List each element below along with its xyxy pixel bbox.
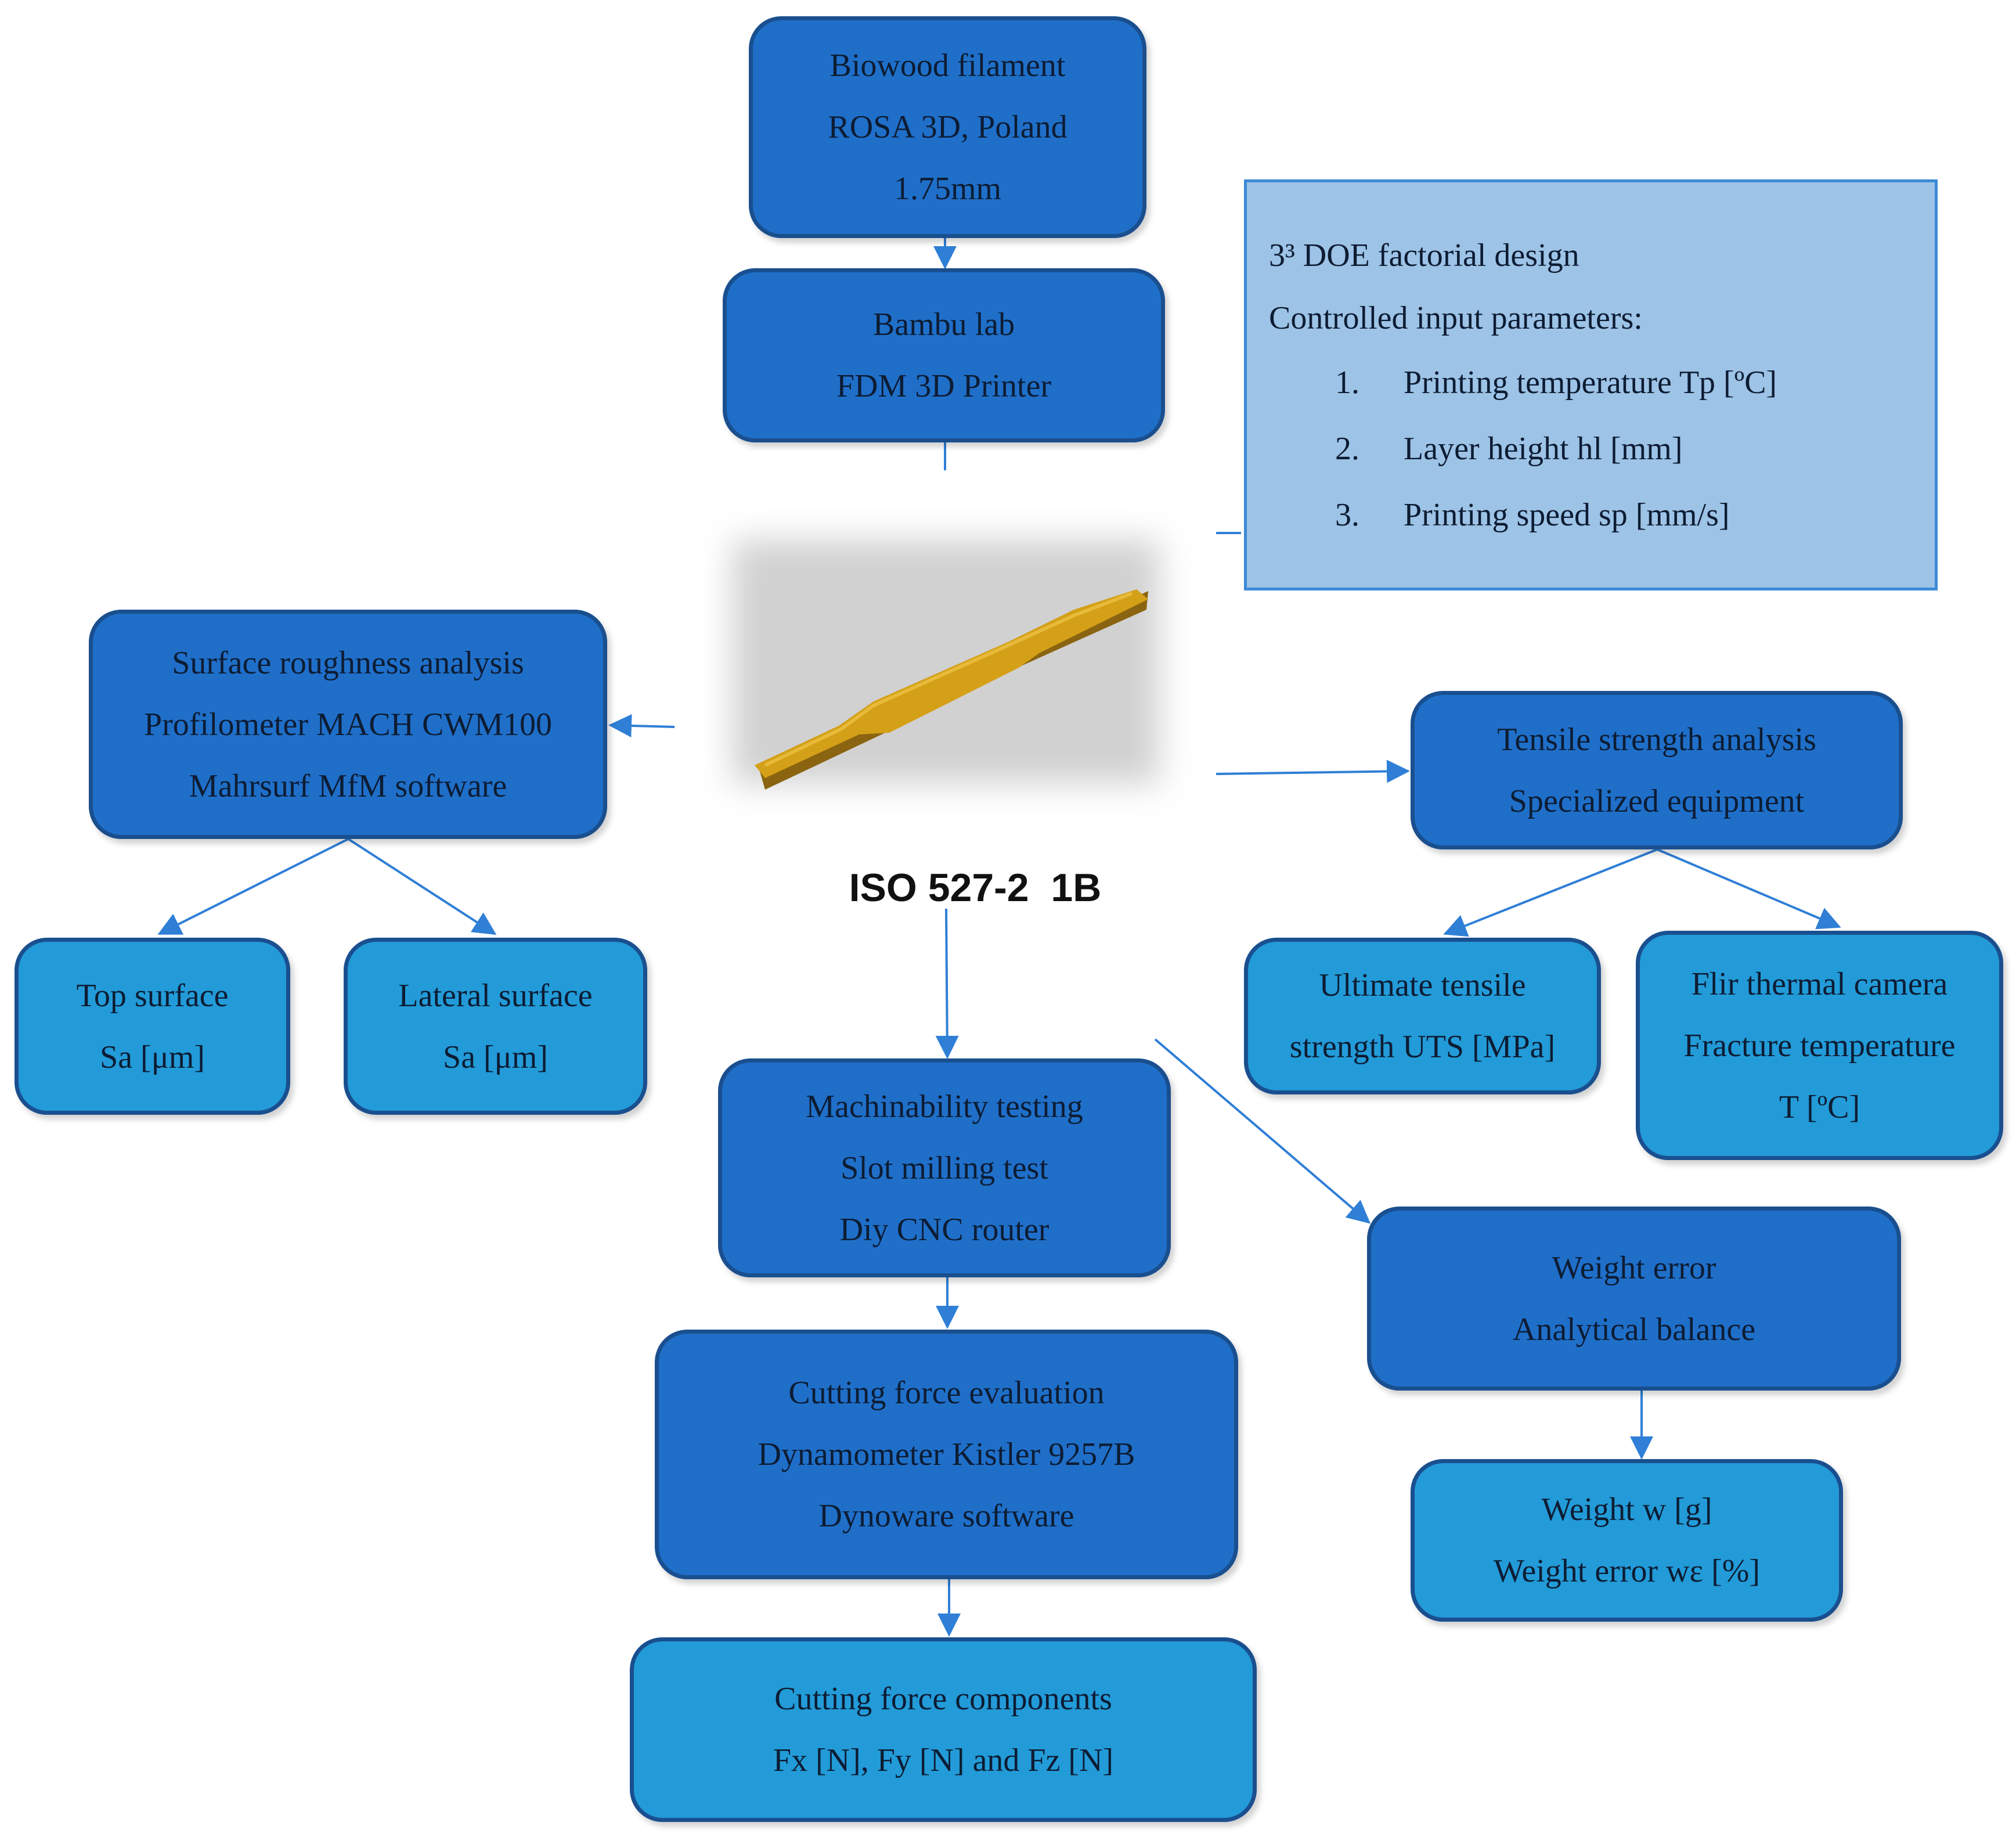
machinability-line2: Slot milling test xyxy=(841,1150,1048,1186)
specimen-image xyxy=(733,540,1159,790)
cutting-eval-line3: Dynoware software xyxy=(818,1498,1074,1534)
arrow-label-to-machinability xyxy=(935,908,959,1059)
arrow-tensile-to-flir xyxy=(1657,848,1841,930)
weight-error-line1: Weight error xyxy=(1552,1249,1716,1286)
specimen-top xyxy=(755,589,1148,778)
doe-item: 1. Printing temperature Tp [ºC] xyxy=(1269,350,1935,416)
doe-item: 2. Layer height hl [mm] xyxy=(1269,416,1935,482)
doe-item-text: Printing temperature Tp [ºC] xyxy=(1404,365,1777,401)
weight-box: Weight w [g] Weight error wε [%] xyxy=(1411,1459,1843,1622)
flir-line3: T [ºC] xyxy=(1779,1089,1860,1125)
specimen-label: ISO 527-2 1B xyxy=(849,866,1102,910)
arrow-surface-to-top xyxy=(157,838,349,935)
cutting-comp-line1: Cutting force components xyxy=(774,1681,1112,1717)
lateral-surface-line1: Lateral surface xyxy=(398,977,593,1014)
printer-box: Bambu lab FDM 3D Printer xyxy=(723,268,1165,442)
doe-item-text: Layer height hl [mm] xyxy=(1404,431,1683,467)
top-surface-line1: Top surface xyxy=(76,977,229,1014)
surface-line1: Surface roughness analysis xyxy=(172,644,524,681)
arrow-specimen-to-surface xyxy=(608,714,675,737)
cutting-force-evaluation-box: Cutting force evaluation Dynamometer Kis… xyxy=(655,1330,1238,1579)
specimen-highlight xyxy=(764,592,1133,767)
doe-item-number: 2. xyxy=(1335,431,1359,467)
doe-box: 3³ DOE factorial design Controlled input… xyxy=(1244,179,1938,590)
tensile-strength-box: Tensile strength analysis Specialized eq… xyxy=(1411,691,1903,849)
top-surface-line2: Sa [μm] xyxy=(100,1039,205,1075)
filament-line1: Biowood filament xyxy=(830,48,1066,84)
doe-item-number: 1. xyxy=(1335,365,1359,401)
doe-item: 3. Printing speed sp [mm/s] xyxy=(1269,482,1935,548)
machinability-line1: Machinability testing xyxy=(806,1088,1083,1125)
weight-error-line2: Analytical balance xyxy=(1512,1311,1756,1348)
weight-error-box: Weight error Analytical balance xyxy=(1367,1207,1901,1391)
filament-line2: ROSA 3D, Poland xyxy=(828,109,1067,145)
surface-roughness-box: Surface roughness analysis Profilometer … xyxy=(89,610,607,839)
arrow-specimen-to-tensile xyxy=(1216,759,1410,783)
top-surface-box: Top surface Sa [μm] xyxy=(15,938,290,1115)
doe-item-text: Printing speed sp [mm/s] xyxy=(1404,497,1730,533)
flir-line1: Flir thermal camera xyxy=(1691,966,1948,1002)
printer-line2: FDM 3D Printer xyxy=(836,368,1052,404)
cutting-eval-line2: Dynamometer Kistler 9257B xyxy=(758,1436,1135,1472)
flir-line2: Fracture temperature xyxy=(1683,1027,1956,1064)
uts-line1: Ultimate tensile xyxy=(1319,967,1526,1003)
weight-line2: Weight error wε [%] xyxy=(1493,1553,1761,1589)
cutting-eval-line1: Cutting force evaluation xyxy=(788,1375,1105,1411)
arrow-specimen-to-weight xyxy=(1154,1038,1371,1224)
surface-line3: Mahrsurf MfM software xyxy=(189,768,507,804)
weight-line1: Weight w [g] xyxy=(1541,1492,1712,1528)
doe-title: 3³ DOE factorial design xyxy=(1269,237,1579,273)
lateral-surface-box: Lateral surface Sa [μm] xyxy=(344,938,647,1115)
doe-item-number: 3. xyxy=(1335,497,1359,533)
flir-camera-box: Flir thermal camera Fracture temperature… xyxy=(1636,931,2003,1160)
lateral-surface-line2: Sa [μm] xyxy=(443,1039,548,1075)
tensile-line1: Tensile strength analysis xyxy=(1497,721,1816,758)
printer-line1: Bambu lab xyxy=(872,307,1015,343)
machinability-line3: Diy CNC router xyxy=(839,1211,1050,1248)
filament-line3: 1.75mm xyxy=(893,171,1002,207)
uts-box: Ultimate tensile strength UTS [MPa] xyxy=(1244,938,1601,1094)
uts-line2: strength UTS [MPa] xyxy=(1289,1029,1556,1065)
surface-line2: Profilometer MACH CWM100 xyxy=(143,706,553,743)
arrow-surface-to-lateral xyxy=(347,838,497,935)
arrow-tensile-to-uts xyxy=(1443,848,1658,937)
cutting-comp-line2: Fx [N], Fy [N] and Fz [N] xyxy=(773,1742,1114,1778)
filament-box: Biowood filament ROSA 3D, Poland 1.75mm xyxy=(749,16,1146,238)
doe-subtitle: Controlled input parameters: xyxy=(1269,300,1643,336)
machinability-box: Machinability testing Slot milling test … xyxy=(718,1058,1171,1277)
cutting-force-components-box: Cutting force components Fx [N], Fy [N] … xyxy=(630,1637,1257,1822)
tensile-line2: Specialized equipment xyxy=(1509,783,1805,819)
